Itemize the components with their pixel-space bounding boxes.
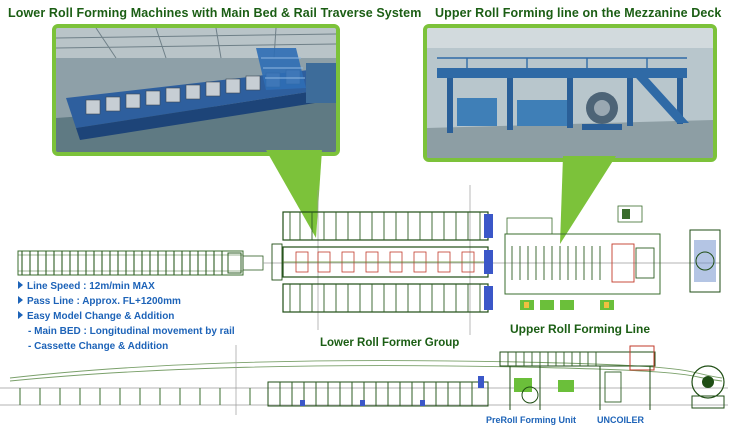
spec-list: Line Speed : 12m/min MAX Pass Line : App… bbox=[18, 279, 235, 354]
bullet-triangle-icon bbox=[18, 296, 23, 305]
lower-roll-former-elevation bbox=[267, 376, 489, 407]
upper-callout-pointer bbox=[560, 156, 616, 244]
plan-conveyor bbox=[17, 250, 264, 276]
lower-roll-former-group-plan bbox=[271, 211, 493, 313]
upper-line-plan bbox=[504, 205, 661, 310]
lower-photo-title: Lower Roll Forming Machines with Main Be… bbox=[8, 6, 422, 20]
spec-model-change: Easy Model Change & Addition bbox=[18, 309, 235, 324]
upper-roll-forming-photo bbox=[423, 24, 717, 162]
spec-pass-line: Pass Line : Approx. FL+1200mm bbox=[18, 294, 235, 309]
bullet-triangle-icon bbox=[18, 281, 23, 290]
uncoiler-label: UNCOILER bbox=[597, 415, 644, 425]
upper-photo-title: Upper Roll Forming line on the Mezzanine… bbox=[435, 6, 722, 20]
uncoiler-elevation bbox=[691, 365, 725, 409]
preroll-forming-unit-label: PreRoll Forming Unit bbox=[486, 415, 576, 425]
upper-line-elevation bbox=[499, 345, 656, 410]
spec-cassette: - Cassette Change & Addition bbox=[28, 341, 169, 352]
uncoiler-plan bbox=[689, 229, 721, 293]
bullet-triangle-icon bbox=[18, 311, 23, 320]
spec-main-bed: - Main BED : Longitudinal movement by ra… bbox=[28, 326, 235, 337]
lower-roll-former-group-label: Lower Roll Former Group bbox=[320, 337, 460, 349]
upper-roll-forming-line-label: Upper Roll Forming Line bbox=[510, 322, 650, 336]
lower-roll-forming-photo bbox=[52, 24, 340, 156]
spec-line-speed: Line Speed : 12m/min MAX bbox=[18, 279, 235, 294]
lower-callout-pointer bbox=[266, 150, 322, 238]
